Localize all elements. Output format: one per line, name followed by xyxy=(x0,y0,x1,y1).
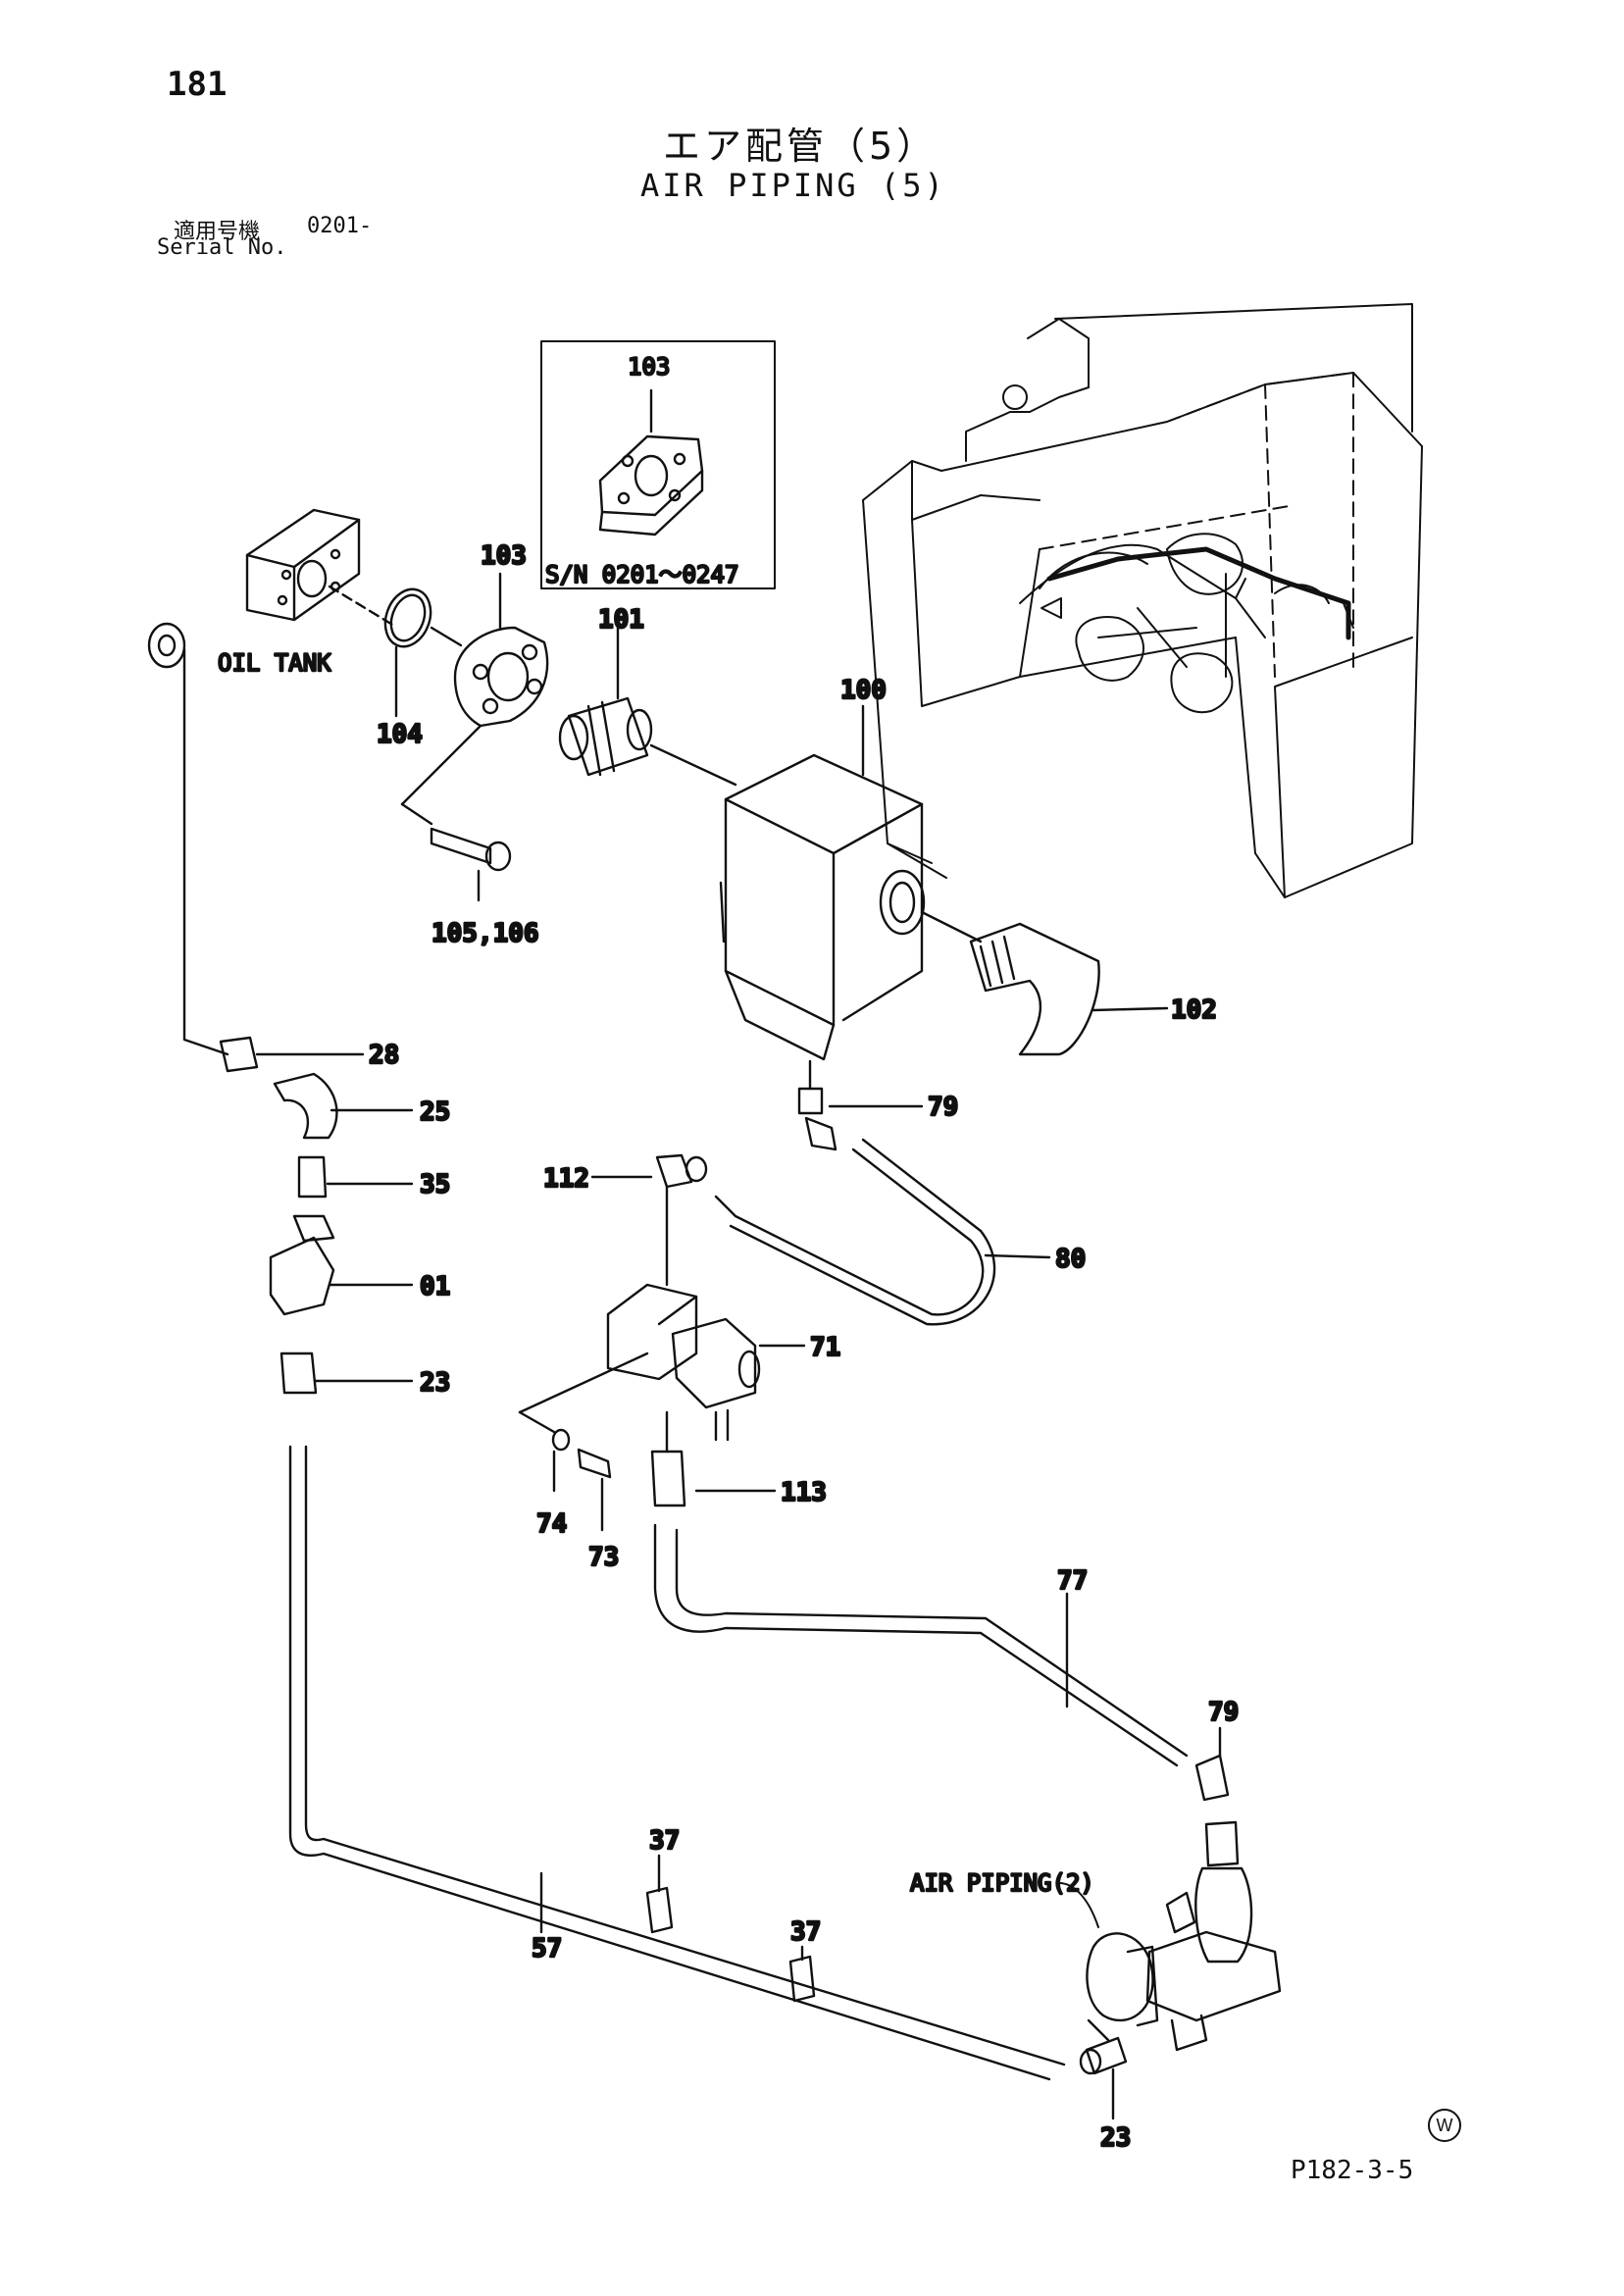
screw-73-washer-74 xyxy=(551,1428,612,1532)
serial-value: 0201- xyxy=(307,214,373,238)
callout-102: 102 xyxy=(1171,995,1217,1025)
callout-79-upper: 79 xyxy=(928,1093,958,1122)
oil-tank-block xyxy=(245,508,396,628)
tube-77 xyxy=(653,1523,1189,1767)
clamps-37 xyxy=(645,1854,816,2003)
air-piping-ref-label: AIR PIPING(2) xyxy=(910,1869,1094,1897)
callout-37-left: 37 xyxy=(649,1826,680,1856)
tube-80 xyxy=(714,1138,1051,1326)
serial-label-japanese: 適用号機 xyxy=(174,220,261,244)
oil-tank-label: OIL TANK xyxy=(218,649,331,677)
callout-113: 113 xyxy=(781,1478,827,1507)
serial-label-english: Serial No. xyxy=(157,235,287,260)
o-ring-104 xyxy=(383,587,463,718)
inset-box: 103 S/N 0201～0247 xyxy=(540,340,776,589)
callout-25: 25 xyxy=(420,1097,450,1127)
callout-101: 101 xyxy=(598,605,644,635)
callout-23-upper: 23 xyxy=(420,1368,450,1398)
bolt-105-106 xyxy=(430,827,512,902)
callout-79-lower: 79 xyxy=(1208,1698,1239,1727)
callout-80: 80 xyxy=(1055,1245,1086,1274)
fitting-79-upper xyxy=(797,1059,924,1151)
callout-104: 104 xyxy=(377,720,423,749)
callout-01: 01 xyxy=(420,1272,450,1301)
fitting-112 xyxy=(590,1153,708,1287)
callout-112: 112 xyxy=(543,1164,589,1194)
page-title-english: AIR PIPING (5) xyxy=(640,167,946,204)
callout-35: 35 xyxy=(420,1170,450,1199)
callout-73: 73 xyxy=(588,1543,619,1572)
tube-57 xyxy=(182,647,1066,2081)
callout-105-106: 105,106 xyxy=(431,919,539,948)
callout-23-lower: 23 xyxy=(1100,2123,1131,2153)
inset-serial-range: S/N 0201～0247 xyxy=(545,561,738,588)
solenoid-71 xyxy=(518,1283,806,1442)
fitting-101 xyxy=(558,626,737,787)
page-number: 181 xyxy=(167,65,228,104)
elbow-102 xyxy=(969,922,1169,1056)
fitting-113 xyxy=(650,1410,777,1507)
fitting-23-lower xyxy=(1079,2036,1128,2120)
callout-103: 103 xyxy=(481,541,527,571)
w-mark: W xyxy=(1428,2109,1461,2142)
fittings-column-left xyxy=(147,622,414,1395)
callout-71: 71 xyxy=(810,1333,840,1362)
page-code: P182-3-5 xyxy=(1291,2156,1414,2185)
callout-37-right: 37 xyxy=(790,1917,821,1947)
callout-77: 77 xyxy=(1057,1566,1088,1596)
callout-74: 74 xyxy=(536,1509,567,1539)
callout-57: 57 xyxy=(532,1934,562,1964)
inset-callout-103: 103 xyxy=(628,353,670,381)
machine-body xyxy=(862,303,1423,898)
callout-28: 28 xyxy=(369,1041,399,1070)
page-title-japanese: エア配管（5） xyxy=(663,125,939,168)
flange-103 xyxy=(400,572,549,826)
callout-100: 100 xyxy=(840,676,887,705)
valve-100 xyxy=(719,704,983,1061)
filter-assembly xyxy=(1058,1726,1282,2052)
